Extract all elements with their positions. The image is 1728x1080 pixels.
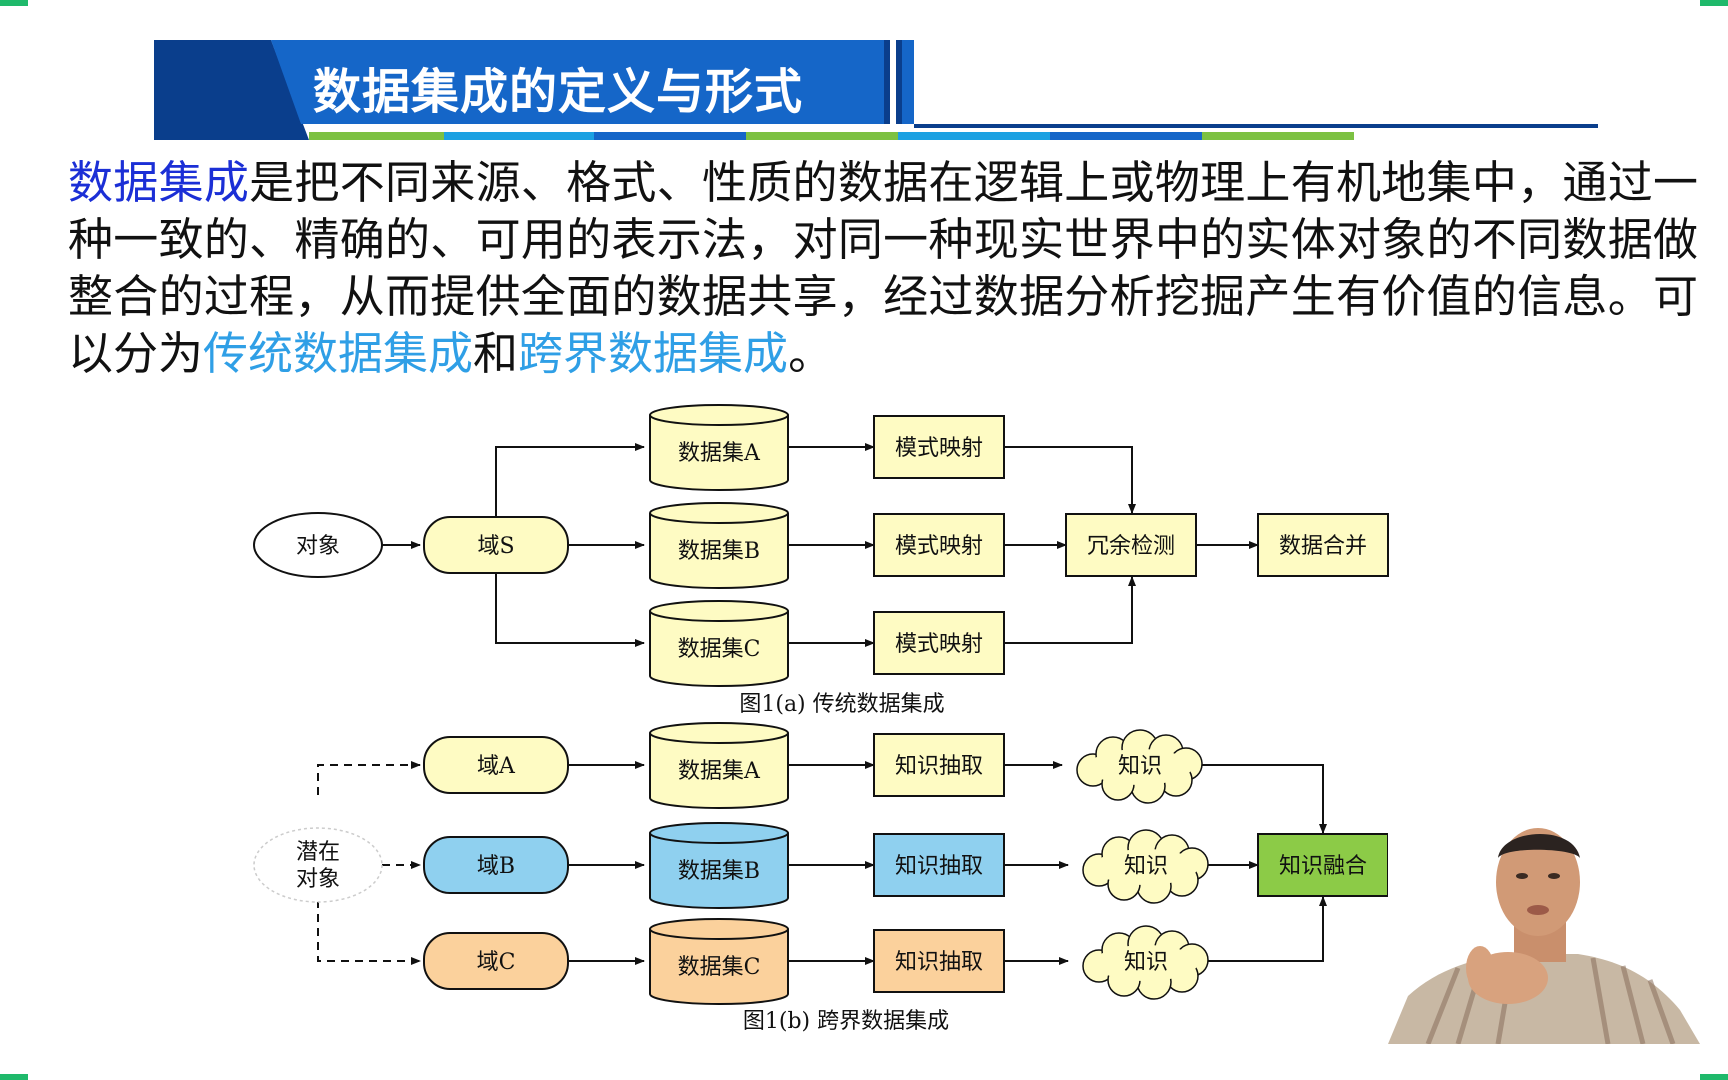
redundancy-node: 冗余检测 [1065,513,1197,577]
form-traditional: 传统数据集成 [203,327,474,380]
period: 。 [788,327,834,380]
domain-b-node: 域B [423,836,569,894]
caption-b: 图1(b) 跨界数据集成 [743,1009,949,1034]
knowledge-label-1: 知识 [1118,754,1162,779]
banner-left-block [154,40,309,140]
dataset-b-label-a: 数据集B [678,539,760,564]
dashed-lines-b [317,761,421,965]
definition-text: 是把不同来源、格式、性质的数据在逻辑上或物理上有机地集中，通过一种一致的、精确的… [68,156,1698,380]
merge-node: 数据合并 [1257,513,1389,577]
object-node-a: 对象 [253,512,383,578]
mapping-node-2: 模式映射 [873,513,1005,577]
extraction-label-2: 知识抽取 [895,854,983,879]
dataset-a-node-a: 数据集A [649,404,789,491]
dataset-c-label-b: 数据集C [678,955,761,980]
title-banner [154,40,1598,140]
domain-c-node: 域C [423,932,569,990]
corner-mark-tr [1700,0,1728,6]
figure-b: 潜在 对象 域A 域B 域C 数据集A 数据集B 数据集C [253,722,1389,1034]
knowledge-label-2: 知识 [1124,854,1168,879]
domain-a-node: 域A [423,736,569,794]
extraction-node-1: 知识抽取 [873,733,1005,797]
knowledge-cloud-2: 知识 [1082,829,1209,904]
domain-s-node: 域S [423,516,569,574]
dataset-b-node-a: 数据集B [649,502,789,589]
slide-title: 数据集成的定义与形式 [313,64,804,120]
fusion-label: 知识融合 [1279,854,1367,879]
mapping-label-3: 模式映射 [895,632,983,657]
domain-s-label: 域S [477,534,514,559]
stripe-1 [309,132,444,140]
figure-a: 对象 域S 数据集A 数据集B 数据集C 模式映射 模式映射 [253,404,1389,717]
banner-end-block [902,40,914,124]
stripe-6 [1050,132,1202,140]
corner-mark-tl [0,0,28,6]
corner-mark-br [1700,1074,1728,1080]
lines-b [568,761,1327,965]
lines-a [382,443,1259,647]
merge-label: 数据合并 [1279,534,1367,559]
domain-b-label: 域B [477,854,515,879]
mapping-node-3: 模式映射 [873,611,1005,675]
banner-divider-2 [896,40,902,124]
caption-a: 图1(a) 传统数据集成 [739,692,944,717]
fusion-node: 知识融合 [1257,833,1389,897]
object-label-a: 对象 [296,534,340,559]
stripe-3 [594,132,746,140]
extraction-label-1: 知识抽取 [895,754,983,779]
latent-object-line-1: 潜在 [296,840,340,865]
dataset-a-node-b: 数据集A [649,722,789,809]
stripe-4 [746,132,898,140]
extraction-label-3: 知识抽取 [895,950,983,975]
extraction-node-2: 知识抽取 [873,833,1005,897]
latent-object-node: 潜在 对象 [253,827,383,903]
stripe-5 [898,132,1050,140]
mapping-label-2: 模式映射 [895,534,983,559]
mapping-label-1: 模式映射 [895,436,983,461]
stripe-2 [444,132,594,140]
redundancy-label: 冗余检测 [1087,534,1175,559]
domain-a-label: 域A [477,754,516,779]
integration-diagram: 对象 域S 数据集A 数据集B 数据集C 模式映射 模式映射 [253,404,1389,1034]
banner-rule [914,124,1598,128]
corner-mark-bl [0,1074,28,1080]
domain-c-label: 域C [477,950,516,975]
stripe-7 [1202,132,1354,140]
dataset-a-label-a: 数据集A [678,441,761,466]
knowledge-cloud-1: 知识 [1076,729,1203,804]
dataset-b-label-b: 数据集B [678,859,760,884]
term-data-integration: 数据集成 [68,156,250,209]
latent-object-line-2: 对象 [296,867,340,892]
banner-main-block [271,40,884,124]
dataset-b-node-b: 数据集B [649,822,789,909]
knowledge-cloud-3: 知识 [1082,925,1209,1000]
banner-divider [884,40,890,124]
form-cross-domain: 跨界数据集成 [518,327,789,380]
knowledge-label-3: 知识 [1124,950,1168,975]
definition-paragraph: 数据集成是把不同来源、格式、性质的数据在逻辑上或物理上有机地集中，通过一种一致的… [68,154,1698,382]
mapping-node-1: 模式映射 [873,415,1005,479]
dataset-a-label-b: 数据集A [678,759,761,784]
extraction-node-3: 知识抽取 [873,929,1005,993]
conjunction: 和 [473,327,519,380]
dataset-c-node-b: 数据集C [649,918,789,1005]
dataset-c-node-a: 数据集C [649,600,789,687]
presenter-video-overlay [1388,818,1700,1044]
dataset-c-label-a: 数据集C [678,637,761,662]
